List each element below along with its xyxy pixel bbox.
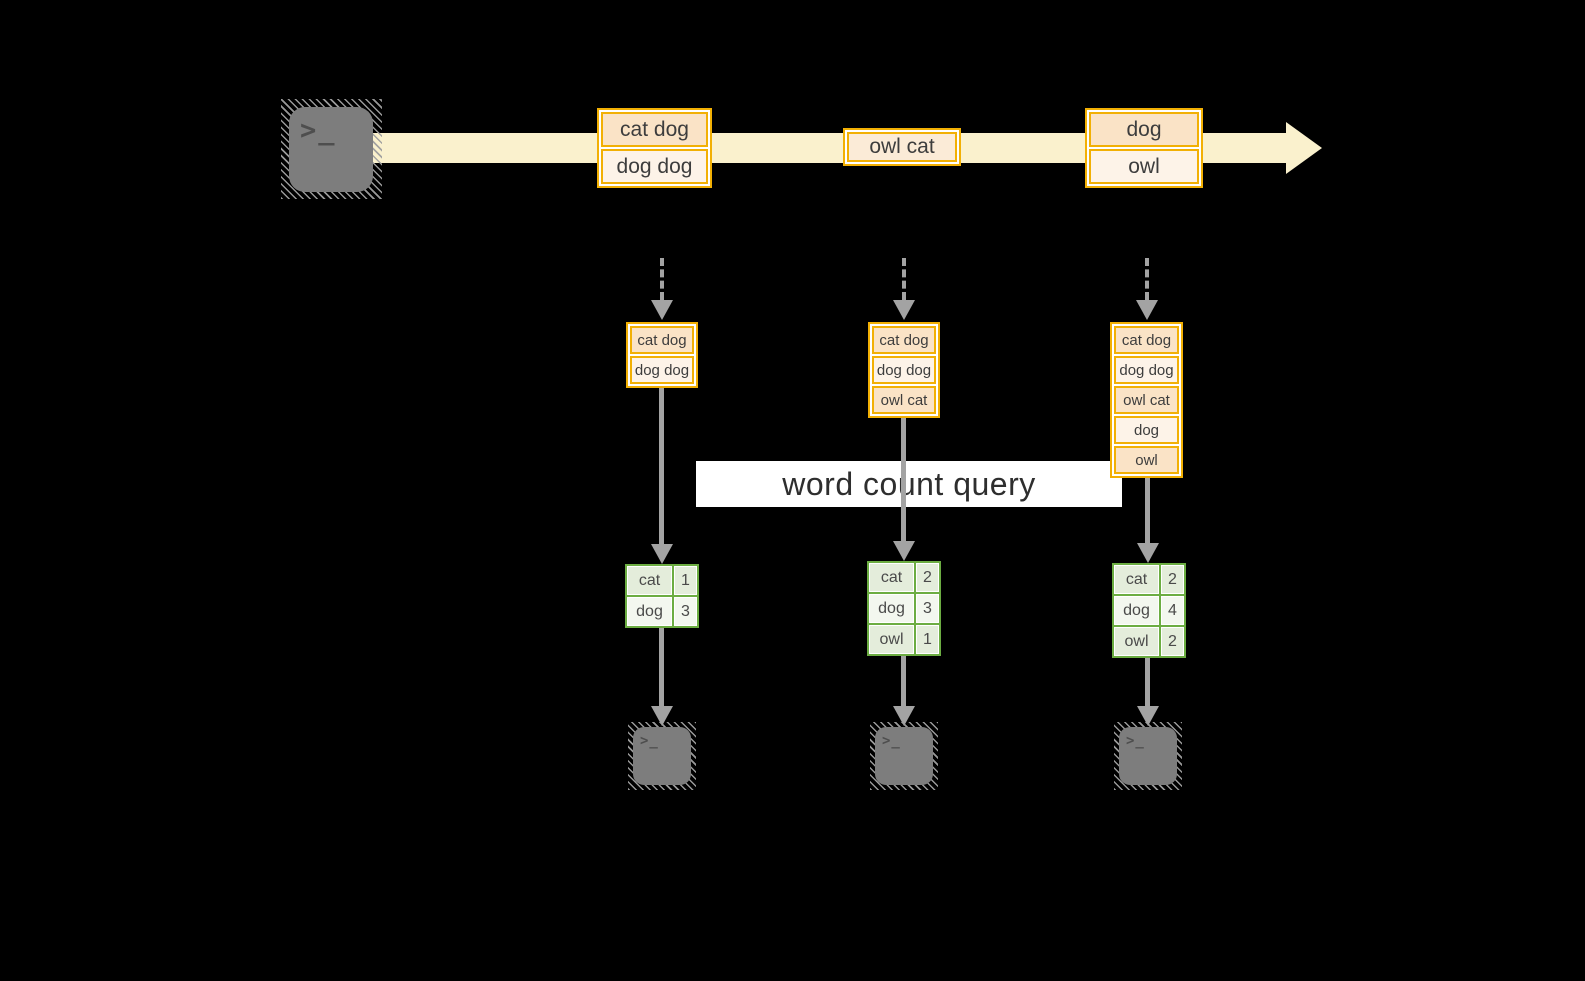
- count-table-2: cat 2 dog 3 owl 1: [867, 561, 941, 656]
- query-label-band: word count query: [696, 461, 1122, 507]
- dashed-arrow-line-2: [902, 258, 906, 300]
- stream-event-box-2: owl cat: [843, 128, 961, 166]
- state-record: owl cat: [872, 386, 936, 414]
- arrow-line: [901, 418, 906, 541]
- arrow-line: [1145, 478, 1150, 543]
- count-cell: 2: [1161, 627, 1184, 656]
- arrow-line: [659, 388, 664, 544]
- arrowhead: [1137, 706, 1159, 726]
- state-box-2: cat dog dog dog owl cat: [868, 322, 940, 418]
- word-cell: owl: [1114, 627, 1159, 656]
- word-cell: dog: [869, 594, 914, 623]
- state-record: cat dog: [872, 326, 936, 354]
- count-cell: 3: [916, 594, 939, 623]
- dashed-arrowhead-1: [651, 300, 673, 320]
- terminal-screen: >_: [633, 727, 691, 785]
- count-cell: 2: [1161, 565, 1184, 594]
- terminal-prompt-icon: >_: [1126, 733, 1145, 749]
- terminal-prompt-icon: >_: [300, 115, 337, 146]
- arrow-line: [901, 656, 906, 706]
- terminal-screen: >_: [289, 107, 373, 192]
- state-record: dog: [1114, 416, 1179, 444]
- count-cell: 1: [674, 566, 697, 595]
- arrow-line: [1145, 658, 1150, 706]
- count-cell: 4: [1161, 596, 1184, 625]
- source-terminal-icon: >_: [281, 99, 382, 199]
- arrow-line: [659, 628, 664, 706]
- state-record: dog dog: [630, 356, 694, 384]
- state-record: owl cat: [1114, 386, 1179, 414]
- dashed-arrow-line-3: [1145, 258, 1149, 300]
- output-terminal-icon-2: >_: [870, 722, 938, 790]
- word-cell: cat: [869, 563, 914, 592]
- stream-record: dog dog: [601, 149, 708, 184]
- dashed-arrow-line-1: [660, 258, 664, 300]
- state-record: cat dog: [630, 326, 694, 354]
- dashed-arrowhead-2: [893, 300, 915, 320]
- count-cell: 2: [916, 563, 939, 592]
- state-box-1: cat dog dog dog: [626, 322, 698, 388]
- stream-arrowhead: [1286, 122, 1322, 174]
- query-label: word count query: [782, 465, 1036, 502]
- stream-record: cat dog: [601, 112, 708, 147]
- state-record: owl: [1114, 446, 1179, 474]
- stream-record: owl: [1089, 149, 1199, 184]
- state-record: dog dog: [872, 356, 936, 384]
- count-table-3: cat 2 dog 4 owl 2: [1112, 563, 1186, 658]
- word-cell: dog: [1114, 596, 1159, 625]
- count-table-1: cat 1 dog 3: [625, 564, 699, 628]
- arrowhead: [1137, 543, 1159, 563]
- output-terminal-icon-1: >_: [628, 722, 696, 790]
- stream-event-box-3: dog owl: [1085, 108, 1203, 188]
- arrowhead: [651, 706, 673, 726]
- terminal-screen: >_: [1119, 727, 1177, 785]
- output-terminal-icon-3: >_: [1114, 722, 1182, 790]
- stream-record: owl cat: [847, 132, 957, 162]
- count-cell: 1: [916, 625, 939, 654]
- arrowhead: [893, 706, 915, 726]
- dashed-arrowhead-3: [1136, 300, 1158, 320]
- terminal-prompt-icon: >_: [640, 733, 659, 749]
- terminal-prompt-icon: >_: [882, 733, 901, 749]
- state-record: dog dog: [1114, 356, 1179, 384]
- terminal-screen: >_: [875, 727, 933, 785]
- stream-event-box-1: cat dog dog dog: [597, 108, 712, 188]
- word-cell: dog: [627, 597, 672, 626]
- count-cell: 3: [674, 597, 697, 626]
- arrowhead: [893, 541, 915, 561]
- stream-record: dog: [1089, 112, 1199, 147]
- word-cell: owl: [869, 625, 914, 654]
- arrowhead: [651, 544, 673, 564]
- word-cell: cat: [627, 566, 672, 595]
- state-box-3: cat dog dog dog owl cat dog owl: [1110, 322, 1183, 478]
- state-record: cat dog: [1114, 326, 1179, 354]
- word-cell: cat: [1114, 565, 1159, 594]
